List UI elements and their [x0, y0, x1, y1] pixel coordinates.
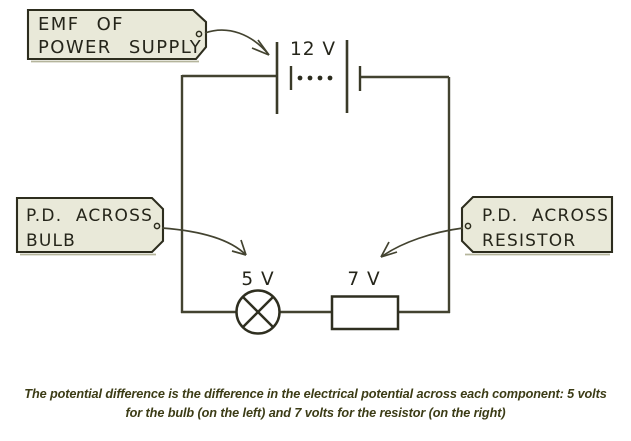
resistor-symbol	[330, 295, 400, 331]
bulb-arrowhead	[231, 239, 247, 256]
resistor-voltage-label: 7 V	[347, 269, 380, 290]
caption-line2: for the bulb (on the left) and 7 volts f…	[125, 406, 506, 420]
battery-symbol: 12 V	[275, 39, 362, 114]
bulb-symbol	[235, 289, 281, 335]
resistor-arrow	[380, 227, 464, 258]
battery-dot	[327, 75, 333, 81]
emf-tag-shape	[26, 8, 208, 61]
circuit-wires	[180, 74, 451, 314]
bulb-arrow-curve	[161, 227, 247, 256]
emf-tag-line1: EMF OF	[38, 14, 124, 35]
bulb-cross-line-2	[242, 296, 274, 328]
caption-line1: The potential difference is the differen…	[24, 387, 607, 401]
emf-tag-hole	[195, 30, 203, 38]
bulb-tag-line2: BULB	[26, 231, 76, 251]
battery-dot	[297, 75, 303, 81]
bulb-tag: P.D. ACROSS BULB	[15, 196, 247, 256]
bulb-tag-line1: P.D. ACROSS	[26, 206, 153, 226]
resistor-tag-line1: P.D. ACROSS	[482, 206, 609, 226]
emf-tag-line2: POWER SUPPLY	[38, 37, 202, 58]
circuit-diagram: 12 V 5 V 7 V EMF OF POWER SUPPLY	[15, 8, 614, 335]
caption: The potential difference is the differen…	[0, 385, 631, 423]
bulb-tag-hole	[153, 222, 161, 230]
battery-dot	[307, 75, 313, 81]
resistor-tag-shape	[460, 195, 614, 254]
emf-arrowhead	[251, 39, 270, 56]
resistor-tag-line2: RESISTOR	[482, 231, 576, 251]
emf-arrow	[204, 29, 270, 56]
resistor-arrowhead	[380, 241, 398, 258]
resistor-tag-hole	[464, 222, 472, 230]
battery-voltage-label: 12 V	[290, 39, 336, 60]
bulb-voltage-label: 5 V	[241, 269, 274, 290]
resistor-arrow-curve	[380, 227, 464, 258]
emf-tag: EMF OF POWER SUPPLY	[26, 8, 270, 63]
resistor-tag: P.D. ACROSS RESISTOR	[380, 195, 614, 258]
bulb-arrow	[161, 227, 247, 256]
battery-dot	[317, 75, 323, 81]
battery-dots	[297, 75, 333, 81]
bulb-tag-shape	[15, 196, 165, 254]
